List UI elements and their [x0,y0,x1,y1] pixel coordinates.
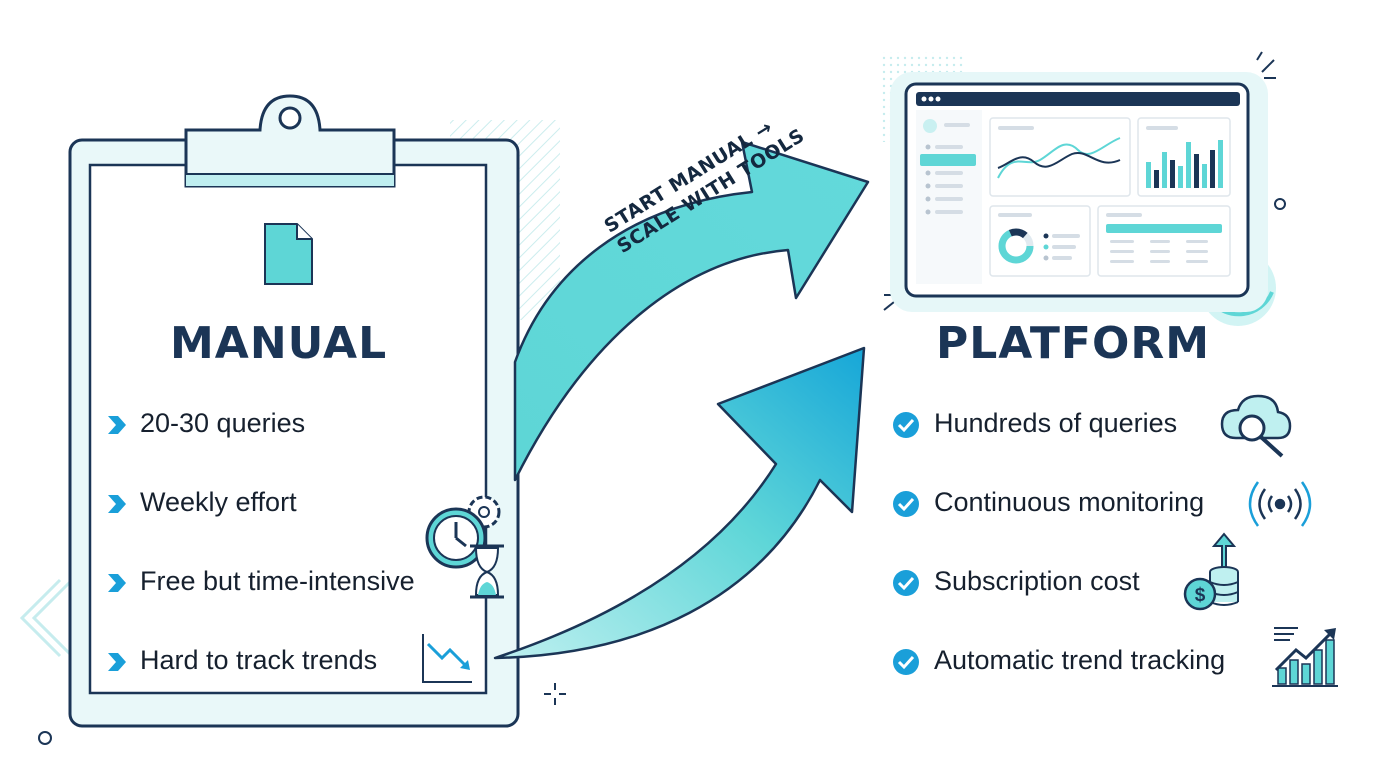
clock-gear-icon [425,495,501,569]
chevron-decoration [19,578,62,658]
trend-down-icon [422,634,472,683]
manual-item-queries: 20-30 queries [140,408,306,438]
check-circle-icon [893,649,919,675]
mini-bar-chart [1146,140,1223,188]
check-circle-icon [893,412,919,438]
dashboard-monitor-illustration [890,72,1276,326]
trend-up-chart-icon [1272,627,1338,687]
chevron-right-icon [108,653,126,671]
manual-item-effort: Weekly effort [140,487,297,517]
platform-item-trends: Automatic trend tracking [934,645,1226,675]
check-circle-icon [893,491,919,517]
manual-item-trends: Hard to track trends [140,645,378,675]
manual-title: MANUAL [170,318,388,369]
document-icon [264,223,313,285]
hourglass-icon [470,544,504,599]
chevron-right-icon [108,574,126,592]
chevron-right-icon [108,416,126,434]
clipboard-clip [184,94,396,188]
broadcast-signal-icon [1248,481,1312,527]
chevron-right-icon [108,495,126,513]
svg-text:$: $ [1195,585,1206,606]
platform-title: PLATFORM [936,318,1211,369]
manual-item-cost: Free but time-intensive [140,566,415,596]
upper-transition-arrow [513,140,870,482]
lower-transition-arrow [493,346,866,660]
platform-item-monitoring: Continuous monitoring [934,487,1205,517]
check-circle-icon [893,570,919,596]
manual-list-chevrons [108,416,126,671]
cloud-search-icon [1220,394,1292,458]
platform-item-queries: Hundreds of queries [934,408,1178,438]
platform-item-cost: Subscription cost [934,566,1140,596]
small-circle-decoration [38,731,52,745]
platform-check-icons [893,412,919,675]
coins-dollar-icon: $ [1183,532,1239,611]
